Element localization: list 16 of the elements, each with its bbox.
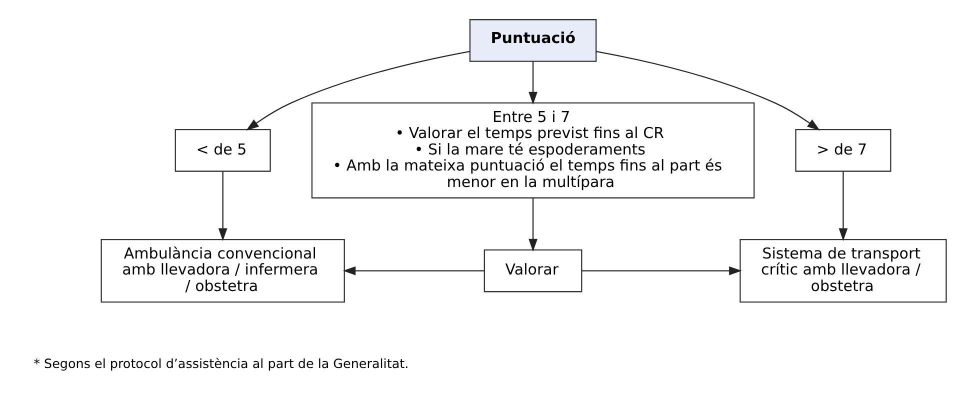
arrow (838, 172, 848, 242)
node-box: Valorar (484, 249, 582, 292)
arrow (582, 266, 742, 276)
node-box: Puntuació (469, 19, 597, 62)
arrow (528, 198, 538, 252)
label: * Segons el protocol d’assistència al part de la Generalitat. (34, 356, 409, 372)
arrow (246, 50, 470, 130)
node-box: Entre 5 i 7 • Valorar el temps previst fins al CR • Si la mare té espoderaments • Amb la mateixa puntuació el temps fins al part és menor en la multípara (311, 102, 755, 198)
node-box: > de 7 (795, 129, 892, 172)
arrow (218, 172, 228, 242)
arrow (342, 266, 484, 276)
arrow (528, 61, 538, 105)
node-box: Sistema de transport crític amb llevadora / obstetra (740, 238, 947, 303)
arrow (596, 50, 820, 130)
node-box: < de 5 (174, 129, 271, 172)
node-box: Ambulància convencional amb llevadora / infermera / obstetra (100, 238, 345, 303)
